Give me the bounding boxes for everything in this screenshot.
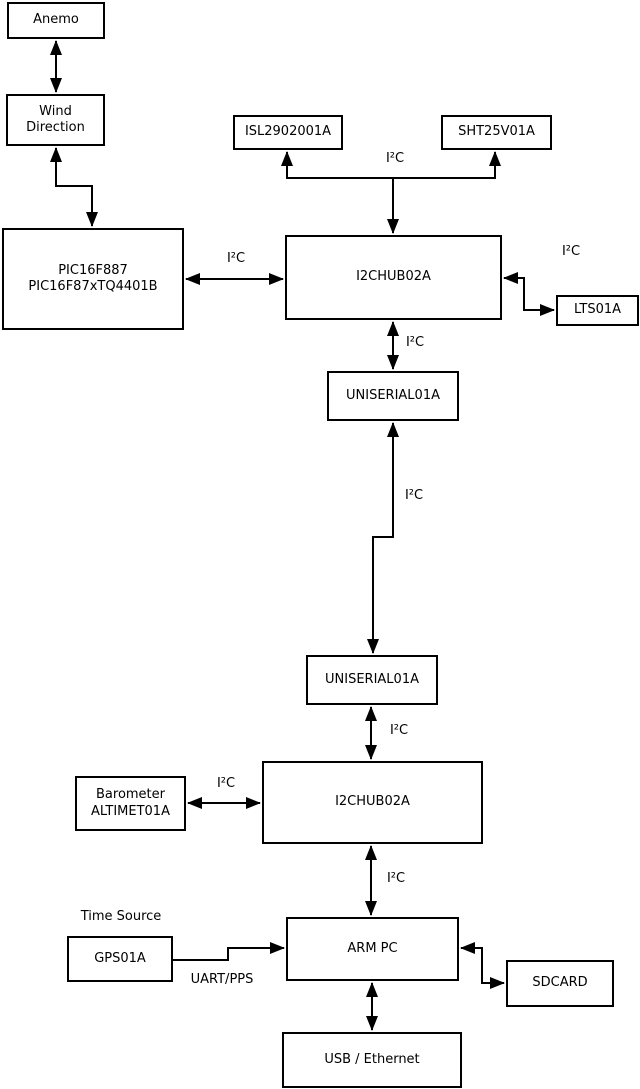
- node-barometer: Barometer ALTIMET01A: [75, 776, 186, 831]
- node-wind-direction-label: Wind Direction: [26, 103, 85, 135]
- edge-armpc-sdcard: [460, 942, 505, 989]
- edge-label-i2c-hub1-uniserial1: I²C: [405, 335, 425, 350]
- edge-label-i2c-pic-hub1: I²C: [226, 251, 246, 266]
- node-barometer-label: Barometer ALTIMET01A: [91, 787, 170, 819]
- edge-label-i2c-top-junction: I²C: [385, 151, 405, 166]
- node-sdcard-label: SDCARD: [532, 975, 588, 991]
- node-usb-ethernet-label: USB / Ethernet: [324, 1051, 420, 1067]
- node-sht-label: SHT25V01A: [458, 124, 535, 140]
- node-sht: SHT25V01A: [441, 115, 552, 150]
- node-arm-pc-label: ARM PC: [347, 940, 398, 956]
- node-i2c-hub-1: I2CHUB02A: [285, 235, 502, 320]
- edge-label-i2c-uniserial2-hub2: I²C: [389, 723, 409, 738]
- node-isl-label: ISL2902001A: [244, 124, 332, 140]
- node-sdcard: SDCARD: [506, 960, 614, 1007]
- edge-label-time-source: Time Source: [80, 909, 162, 924]
- edge-junction-isl-sht: [281, 151, 501, 179]
- node-anemo: Anemo: [7, 2, 105, 39]
- node-pic: PIC16F887 PIC16F87xTQ4401B: [2, 228, 184, 330]
- node-pic-label: PIC16F887 PIC16F87xTQ4401B: [28, 262, 158, 294]
- node-uniserial-2: UNISERIAL01A: [306, 655, 438, 705]
- node-usb-ethernet: USB / Ethernet: [282, 1032, 462, 1088]
- node-uniserial-2-label: UNISERIAL01A: [325, 671, 419, 687]
- node-gps-label: GPS01A: [94, 950, 146, 966]
- edge-wind-pic: [50, 147, 98, 227]
- node-anemo-label: Anemo: [33, 12, 79, 28]
- node-uniserial-1: UNISERIAL01A: [327, 371, 459, 421]
- node-i2c-hub-1-label: I2CHUB02A: [356, 269, 431, 285]
- node-arm-pc: ARM PC: [286, 917, 459, 981]
- node-uniserial-1-label: UNISERIAL01A: [346, 387, 440, 403]
- node-wind-direction: Wind Direction: [6, 94, 105, 146]
- edge-hub1-lts: [503, 272, 555, 316]
- edge-label-i2c-hub2-armpc: I²C: [386, 871, 406, 886]
- node-i2c-hub-2: I2CHUB02A: [262, 761, 483, 844]
- edge-uniserial1-uniserial2: [367, 422, 399, 654]
- edge-gps-armpc: [173, 942, 285, 961]
- node-gps: GPS01A: [67, 936, 173, 982]
- node-lts: LTS01A: [556, 295, 639, 326]
- edge-label-uart-pps: UART/PPS: [190, 972, 254, 987]
- node-i2c-hub-2-label: I2CHUB02A: [335, 794, 410, 810]
- node-isl: ISL2902001A: [233, 115, 343, 150]
- edge-label-i2c-hub1-lts: I²C: [561, 244, 581, 259]
- node-lts-label: LTS01A: [573, 302, 622, 318]
- edge-label-i2c-barometer-hub2: I²C: [216, 776, 236, 791]
- edge-label-i2c-uniserial-link: I²C: [404, 488, 424, 503]
